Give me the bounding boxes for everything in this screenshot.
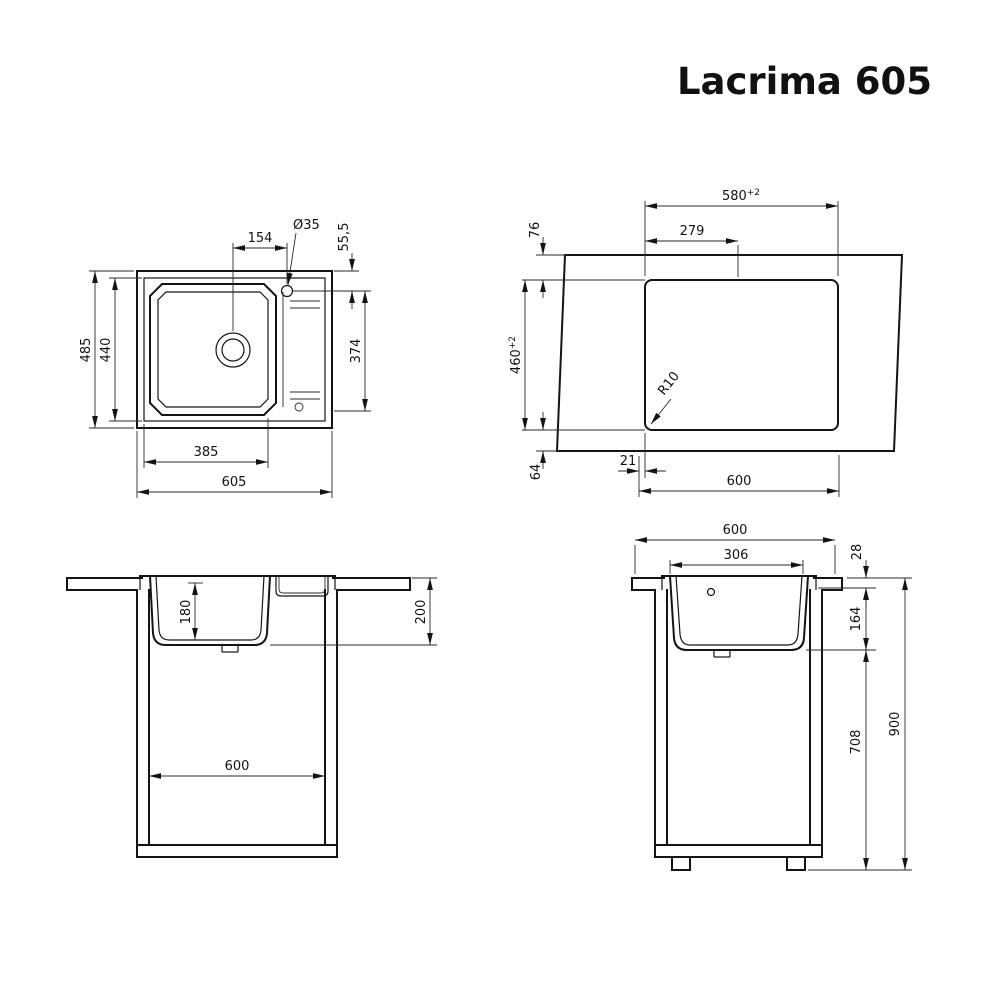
cutout-view: 580+2 279 76 460+2 R10 21 (508, 188, 904, 497)
front-bowl-outer (148, 574, 272, 646)
dim-overall-width-605 (136, 431, 333, 498)
cutout-view-outline (555, 254, 904, 452)
dim-worktop-depth-600 (634, 537, 836, 574)
dim-tap-hole-leader (286, 232, 297, 286)
dim-label-900: 900 (888, 712, 903, 737)
dim-label-306: 306 (724, 548, 749, 563)
dim-corner-radius-leader (650, 398, 672, 425)
dim-label-21: 21 (620, 454, 637, 469)
dim-label-28: 28 (850, 544, 865, 561)
dim-label-154: 154 (248, 231, 273, 246)
page-title: Lacrima 605 (677, 60, 932, 103)
plan-view-outline (136, 270, 333, 429)
side-section-outline (631, 574, 843, 871)
side-countertop (631, 577, 843, 591)
dim-label-r10: R10 (655, 369, 683, 398)
dim-rim-offset-28 (818, 560, 912, 606)
side-section-view: 600 306 28 164 708 900 (631, 523, 912, 871)
dim-overall-depth-485 (89, 270, 134, 429)
dim-label-76: 76 (528, 222, 543, 239)
dim-label-440: 440 (99, 338, 114, 363)
dim-tap-center-279 (645, 238, 739, 277)
dim-label-164: 164 (849, 607, 864, 632)
front-cabinet (136, 589, 338, 858)
side-bowl-outer (668, 574, 810, 651)
front-drainboard-outer (275, 576, 329, 597)
sink-outline (136, 270, 333, 429)
dim-cutout-depth-460 (522, 280, 645, 431)
overflow-hole-circle (706, 587, 716, 597)
dim-back-margin-76 (522, 237, 645, 298)
dim-label-front-600: 600 (225, 759, 250, 774)
dim-side-bowl-width-306 (669, 560, 804, 574)
plan-view: 485 440 605 385 154 Ø35 (79, 218, 371, 498)
front-section-outline (66, 574, 411, 858)
sink-rim (143, 277, 326, 422)
dim-side-bowl-depth-164 (806, 588, 876, 651)
front-countertop (66, 577, 411, 591)
cabinet-legs (671, 856, 806, 871)
tap-hole-circle (280, 284, 294, 298)
bowl-bottom-outline (157, 291, 269, 408)
cutout-rect (644, 279, 839, 431)
drain-inner-circle (221, 338, 245, 362)
dim-label-374: 374 (349, 339, 364, 364)
dim-bowl-width-385 (143, 418, 269, 468)
dim-label-55-5: 55,5 (337, 223, 352, 252)
dim-tap-edge-offset-55-5 (293, 253, 371, 309)
dim-cabinet-width-600 (639, 455, 840, 497)
front-bowl-inner (155, 575, 265, 641)
dim-label-605: 605 (222, 475, 247, 490)
drainboard-ribs (282, 292, 320, 412)
dim-label-708: 708 (849, 730, 864, 755)
dim-bowl-depth-180 (188, 582, 203, 640)
dim-label-580: 580+2 (722, 188, 760, 204)
dim-cutout-width-580 (644, 201, 839, 276)
dim-bowl-length-374 (334, 291, 371, 412)
dim-label-64: 64 (529, 464, 544, 481)
front-drain-stub (221, 645, 239, 653)
front-sink-section (139, 574, 336, 653)
dim-label-180: 180 (179, 600, 194, 625)
side-cabinet (654, 589, 823, 858)
dim-base-height-708 (808, 650, 912, 871)
dim-tap-offset-154 (232, 243, 288, 331)
dim-label-385: 385 (194, 445, 219, 460)
dim-label-460: 460+2 (508, 336, 524, 374)
bowl-outline (149, 283, 277, 416)
side-drain-stub (713, 650, 731, 658)
countertop-slab (555, 254, 904, 452)
dim-label-279: 279 (680, 224, 705, 239)
dim-inner-depth-440 (109, 277, 142, 422)
front-section-view: 180 200 600 (66, 574, 437, 858)
dim-label-tap-hole: Ø35 (293, 218, 320, 233)
dim-label-side-600: 600 (723, 523, 748, 538)
drain-outer-circle (215, 332, 251, 368)
dim-label-485: 485 (79, 338, 94, 363)
dim-label-200: 200 (414, 600, 429, 625)
dim-sink-height-200 (270, 577, 437, 646)
dim-label-cutout-600: 600 (727, 474, 752, 489)
side-bowl-inner (675, 575, 803, 646)
side-sink-section (661, 574, 817, 658)
front-drainboard-inner (278, 576, 326, 594)
dim-front-margin-64 (536, 412, 559, 469)
